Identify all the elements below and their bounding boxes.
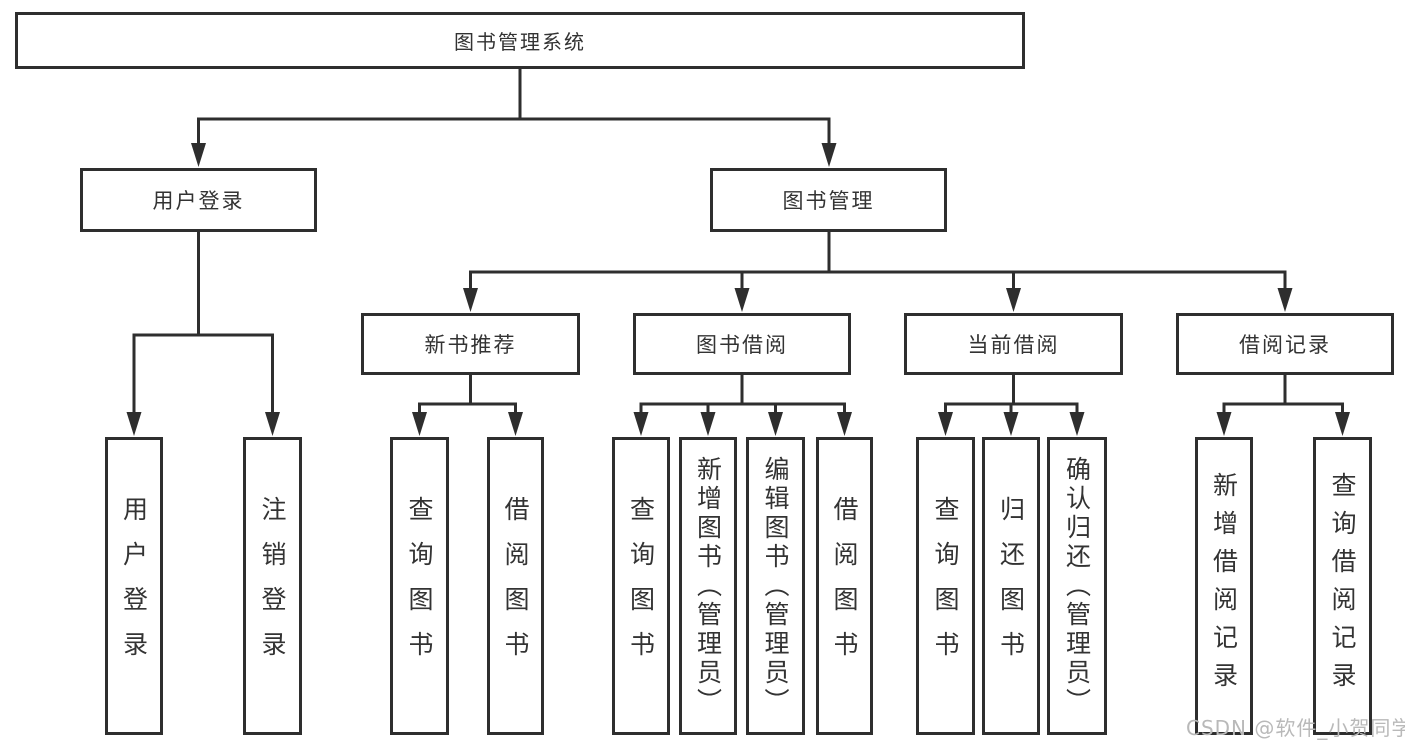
node-label: 新增借阅记录 (1209, 472, 1239, 700)
node-label: 编辑图书（管理员） (761, 455, 790, 717)
leaf-add-book-admin: 新增图书（管理员） (679, 437, 737, 735)
node-label: 借阅图书 (501, 496, 530, 676)
node-label: 归还图书 (996, 496, 1026, 676)
node-label: 图书管理系统 (454, 30, 586, 54)
leaf-query-book-2: 查询图书 (612, 437, 670, 735)
leaf-edit-book-admin: 编辑图书（管理员） (746, 437, 805, 735)
leaf-confirm-return-admin: 确认归还（管理员） (1047, 437, 1107, 735)
leaf-query-book-3: 查询图书 (916, 437, 975, 735)
node-book-management: 图书管理 (710, 168, 947, 232)
node-root: 图书管理系统 (15, 12, 1025, 69)
leaf-user-login: 用户登录 (105, 437, 163, 735)
node-user-login-group: 用户登录 (80, 168, 317, 232)
node-current-borrow: 当前借阅 (904, 313, 1123, 375)
node-new-book-recommend: 新书推荐 (361, 313, 580, 375)
node-label: 查询图书 (405, 496, 434, 676)
leaf-add-borrow-record: 新增借阅记录 (1195, 437, 1253, 735)
leaf-query-borrow-record: 查询借阅记录 (1313, 437, 1372, 735)
node-label: 查询图书 (931, 496, 960, 676)
node-borrow-records: 借阅记录 (1176, 313, 1394, 375)
node-label: 查询借阅记录 (1328, 472, 1357, 700)
leaf-borrow-book-1: 借阅图书 (487, 437, 544, 735)
node-label: 借阅记录 (1239, 333, 1331, 357)
leaf-return-book: 归还图书 (982, 437, 1040, 735)
node-label: 用户登录 (119, 496, 149, 676)
node-label: 新增图书（管理员） (693, 455, 723, 717)
node-label: 图书借阅 (696, 333, 788, 357)
node-label: 当前借阅 (967, 333, 1060, 357)
node-label: 新书推荐 (424, 333, 517, 357)
leaf-borrow-book-2: 借阅图书 (816, 437, 873, 735)
node-label: 图书管理 (782, 189, 875, 213)
node-label: 借阅图书 (830, 496, 859, 676)
node-label: 确认归还（管理员） (1062, 455, 1092, 717)
leaf-logout: 注销登录 (243, 437, 302, 735)
node-book-borrow: 图书借阅 (633, 313, 851, 375)
node-label: 查询图书 (626, 496, 656, 676)
node-label: 注销登录 (258, 496, 287, 676)
watermark: CSDN @软件_小贺同学 (1186, 716, 1405, 740)
node-label: 用户登录 (152, 189, 245, 213)
leaf-query-book-1: 查询图书 (390, 437, 449, 735)
